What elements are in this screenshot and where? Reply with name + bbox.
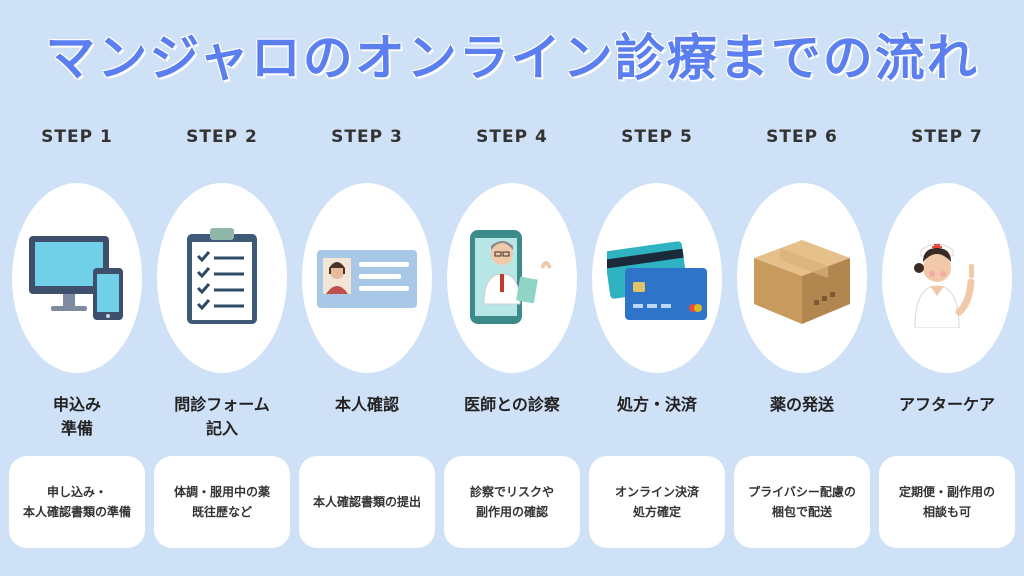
step-5: STEP 5 処方・決済 オンライン決済処方確定 [587, 0, 727, 576]
step-illustration [592, 183, 722, 373]
step-name: 医師との診察 [464, 395, 560, 414]
step-illustration [737, 183, 867, 373]
step-7: STEP 7 アフターケア 定期便・副作用の相談も可 [877, 0, 1017, 576]
step-description: 定期便・副作用の相談も可 [879, 456, 1015, 548]
step-3: STEP 3 本人確認 本人確認書類の提出 [297, 0, 437, 576]
step-description: 本人確認書類の提出 [299, 456, 435, 548]
step-label: STEP 7 [911, 127, 983, 147]
id-card-icon [317, 250, 417, 308]
step-illustration [302, 183, 432, 373]
nurse-icon [914, 243, 975, 328]
step-2: STEP 2 問診フォーム 記入 体調・服用中の薬既往歴など [152, 0, 292, 576]
step-name: 本人確認 [334, 395, 399, 414]
step-name: 薬の発送 [769, 395, 834, 414]
package-box-icon [754, 240, 850, 324]
clipboard-checklist-icon [187, 228, 257, 324]
step-illustration [882, 183, 1012, 373]
step-1: STEP 1 申込み 準備 申し込み・本人確認書類の準備 [7, 0, 147, 576]
step-label: STEP 3 [331, 127, 403, 147]
credit-card-icon [607, 241, 707, 320]
computer-phone-icon [29, 236, 123, 320]
step-illustration [157, 183, 287, 373]
step-name: アフターケア [898, 395, 995, 414]
step-description: 診察でリスクや副作用の確認 [444, 456, 580, 548]
step-name: 問診フォーム 記入 [174, 395, 270, 438]
doctor-phone-icon [470, 230, 552, 324]
step-label: STEP 4 [476, 127, 548, 147]
step-description: オンライン決済処方確定 [589, 456, 725, 548]
step-illustration [12, 183, 142, 373]
step-label: STEP 6 [766, 127, 838, 147]
step-name: 処方・決済 [616, 395, 697, 414]
step-label: STEP 1 [41, 127, 113, 147]
step-4: STEP 4 医師との診察 診察でリスクや副作用の確認 [442, 0, 582, 576]
step-description: 申し込み・本人確認書類の準備 [9, 456, 145, 548]
page-title: マンジャロのオンライン診療までの流れ [45, 29, 979, 87]
step-label: STEP 2 [186, 127, 258, 147]
step-label: STEP 5 [621, 127, 693, 147]
step-6: STEP 6 薬の発送 プライバシー配慮の梱包で配送 [732, 0, 872, 576]
step-description: プライバシー配慮の梱包で配送 [734, 456, 870, 548]
step-name: 申込み 準備 [52, 395, 101, 438]
step-illustration [447, 183, 577, 373]
step-description: 体調・服用中の薬既往歴など [154, 456, 290, 548]
